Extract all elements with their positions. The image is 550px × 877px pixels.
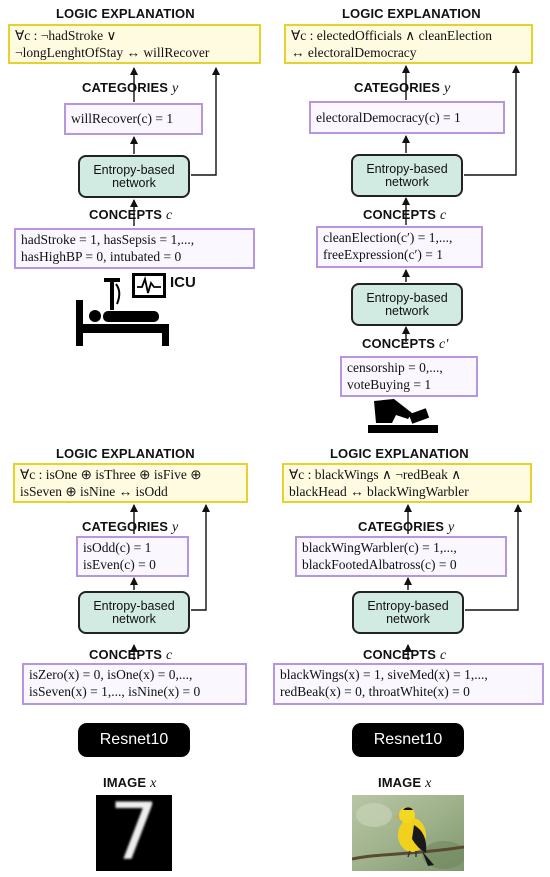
category-line: isOdd(c) = 1 [83,540,152,555]
concept-line: voteBuying = 1 [347,377,432,392]
concept-line: isZero(x) = 0, isOne(x) = 0,..., [29,667,193,682]
concept-line: cleanElection(c′) = 1,..., [323,230,453,245]
logic-explanation-box: ∀c : isOne ⊕ isThree ⊕ isFive ⊕ isSeven … [13,463,248,503]
concept-line: redBeak(x) = 0, throatWhite(x) = 0 [280,684,470,699]
logic-explanation-header: LOGIC EXPLANATION [330,446,469,461]
mnist-digit-image: 7 [96,795,172,871]
concepts-box: blackWings(x) = 1, siveMed(x) = 1,..., r… [273,663,544,705]
ballot-box-icon [368,399,438,433]
logic-line: ¬longLenghtOfStay ↔ willRecover [15,45,210,60]
category-line: electoralDemocracy(c) = 1 [316,110,461,125]
logic-explanation-box: ∀c : electedOfficials ∧ cleanElection ↔ … [284,24,533,64]
categories-box: electoralDemocracy(c) = 1 [309,101,505,134]
logic-line: ∀c : isOne ⊕ isThree ⊕ isFive ⊕ [20,467,202,482]
concept-line: hadStroke = 1, hasSepsis = 1,..., [21,232,195,247]
logic-line: ∀c : electedOfficials ∧ cleanElection [291,28,493,43]
input-concepts-box: censorship = 0,..., voteBuying = 1 [340,356,478,397]
category-line: willRecover(c) = 1 [71,111,174,126]
concepts-box: hadStroke = 1, hasSepsis = 1,..., hasHig… [14,228,255,269]
concept-line: blackWings(x) = 1, siveMed(x) = 1,..., [280,667,488,682]
logic-explanation-header: LOGIC EXPLANATION [56,6,195,21]
concept-line: censorship = 0,..., [347,360,443,375]
hospital-bed-icon [76,278,169,346]
resnet10-node: Resnet10 [352,723,464,757]
categories-box: blackWingWarbler(c) = 1,..., blackFooted… [295,536,507,577]
resnet10-node: Resnet10 [78,723,190,757]
digit-glyph: 7 [109,795,159,871]
categories-box: willRecover(c) = 1 [64,103,203,135]
categories-box: isOdd(c) = 1 isEven(c) = 0 [76,536,189,577]
logic-line: ∀c : ¬hadStroke ∨ [15,28,117,43]
concepts-box: cleanElection(c′) = 1,..., freeExpressio… [316,226,483,268]
category-line: blackWingWarbler(c) = 1,..., [302,540,457,555]
bird-photo-image [352,795,464,871]
logic-line: ∀c : blackWings ∧ ¬redBeak ∧ [289,467,462,482]
concepts-box: isZero(x) = 0, isOne(x) = 0,..., isSeven… [22,663,247,705]
concept-line: isSeven(x) = 1,..., isNine(x) = 0 [29,684,201,699]
logic-line: ↔ electoralDemocracy [291,45,417,60]
concept-line: freeExpression(c′) = 1 [323,247,444,262]
logic-line: blackHead ↔ blackWingWarbler [289,484,469,499]
logic-line: isSeven ⊕ isNine ↔ isOdd [20,484,168,499]
concept-line: hasHighBP = 0, intubated = 0 [21,249,182,264]
icu-label: ICU [170,274,196,291]
logic-explanation-box: ∀c : blackWings ∧ ¬redBeak ∧ blackHead ↔… [282,463,532,503]
heart-monitor-icon [132,273,166,298]
logic-explanation-header: LOGIC EXPLANATION [342,6,481,21]
logic-explanation-box: ∀c : ¬hadStroke ∨ ¬longLenghtOfStay ↔ wi… [8,24,261,64]
logic-explanation-header: LOGIC EXPLANATION [56,446,195,461]
category-line: blackFootedAlbatross(c) = 0 [302,557,457,572]
category-line: isEven(c) = 0 [83,557,156,572]
